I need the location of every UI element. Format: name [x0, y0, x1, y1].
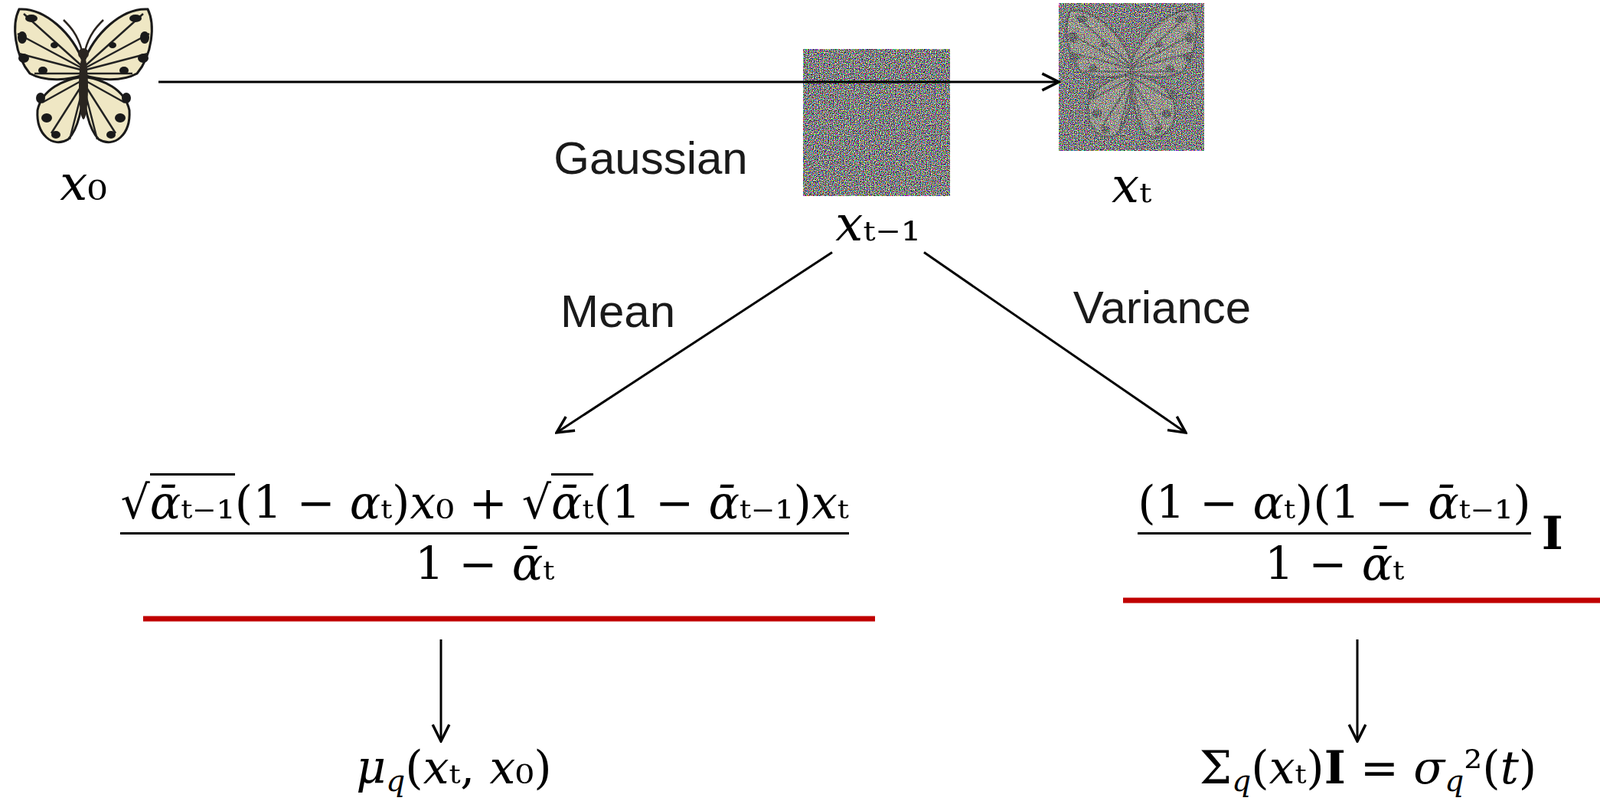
- math-label: xₜ: [1058, 157, 1205, 215]
- formula-denominator: 1 − ᾱₜ: [1264, 537, 1405, 591]
- annotation-label: Gaussian: [550, 130, 751, 187]
- connector-arrow: [440, 639, 443, 742]
- connector-arrow: [1356, 639, 1359, 742]
- image-node: xₜ₋₁: [801, 195, 955, 253]
- noise-image: [1058, 3, 1205, 151]
- formula-row: (1 − αₜ)(1 − ᾱₜ₋₁) 1 − ᾱₜ I: [1137, 476, 1563, 591]
- formula-node: (1 − αₜ)(1 − ᾱₜ₋₁) 1 − ᾱₜ I: [1137, 432, 1563, 640]
- fraction-bar: [120, 532, 849, 535]
- formula-node: √ᾱₜ₋₁(1 − αₜ)x₀ + √ᾱₜ(1 − ᾱₜ₋₁)xₜ 1 − ᾱₜ: [120, 432, 849, 640]
- identity-matrix: I: [1541, 506, 1564, 560]
- math-label: Σq(xₜ)I = σq²(t): [1199, 741, 1537, 799]
- faint-butterfly: [1066, 10, 1197, 138]
- math-label: x₀: [8, 155, 159, 213]
- connector-arrow: [158, 81, 1059, 84]
- red-underline: [143, 616, 876, 622]
- formula-denominator: 1 − ᾱₜ: [414, 537, 555, 591]
- image-node: x₀: [8, 3, 159, 213]
- image-node: xₜ: [1058, 3, 1205, 215]
- formula-row: √ᾱₜ₋₁(1 − αₜ)x₀ + √ᾱₜ(1 − ᾱₜ₋₁)xₜ 1 − ᾱₜ: [120, 476, 849, 591]
- result-node: μq(xₜ, x₀): [355, 741, 552, 799]
- connector-arrow: [924, 252, 1186, 433]
- math-label: μq(xₜ, x₀): [355, 741, 552, 799]
- fraction-bar: [1137, 532, 1531, 535]
- result-node: Σq(xₜ)I = σq²(t): [1199, 741, 1537, 799]
- connector-arrow: [556, 252, 833, 433]
- fraction: √ᾱₜ₋₁(1 − αₜ)x₀ + √ᾱₜ(1 − ᾱₜ₋₁)xₜ 1 − ᾱₜ: [120, 476, 849, 591]
- red-underline: [1123, 597, 1600, 604]
- noise-image: [803, 48, 951, 196]
- edge-label: Mean: [557, 284, 679, 340]
- math-label: xₜ₋₁: [801, 195, 955, 253]
- fraction: (1 − αₜ)(1 − ᾱₜ₋₁) 1 − ᾱₜ: [1137, 476, 1531, 591]
- butterfly-image: [15, 9, 153, 143]
- edge-label: Variance: [1070, 280, 1254, 336]
- formula-numerator: √ᾱₜ₋₁(1 − αₜ)x₀ + √ᾱₜ(1 − ᾱₜ₋₁)xₜ: [120, 476, 849, 529]
- formula-numerator: (1 − αₜ)(1 − ᾱₜ₋₁): [1137, 476, 1531, 529]
